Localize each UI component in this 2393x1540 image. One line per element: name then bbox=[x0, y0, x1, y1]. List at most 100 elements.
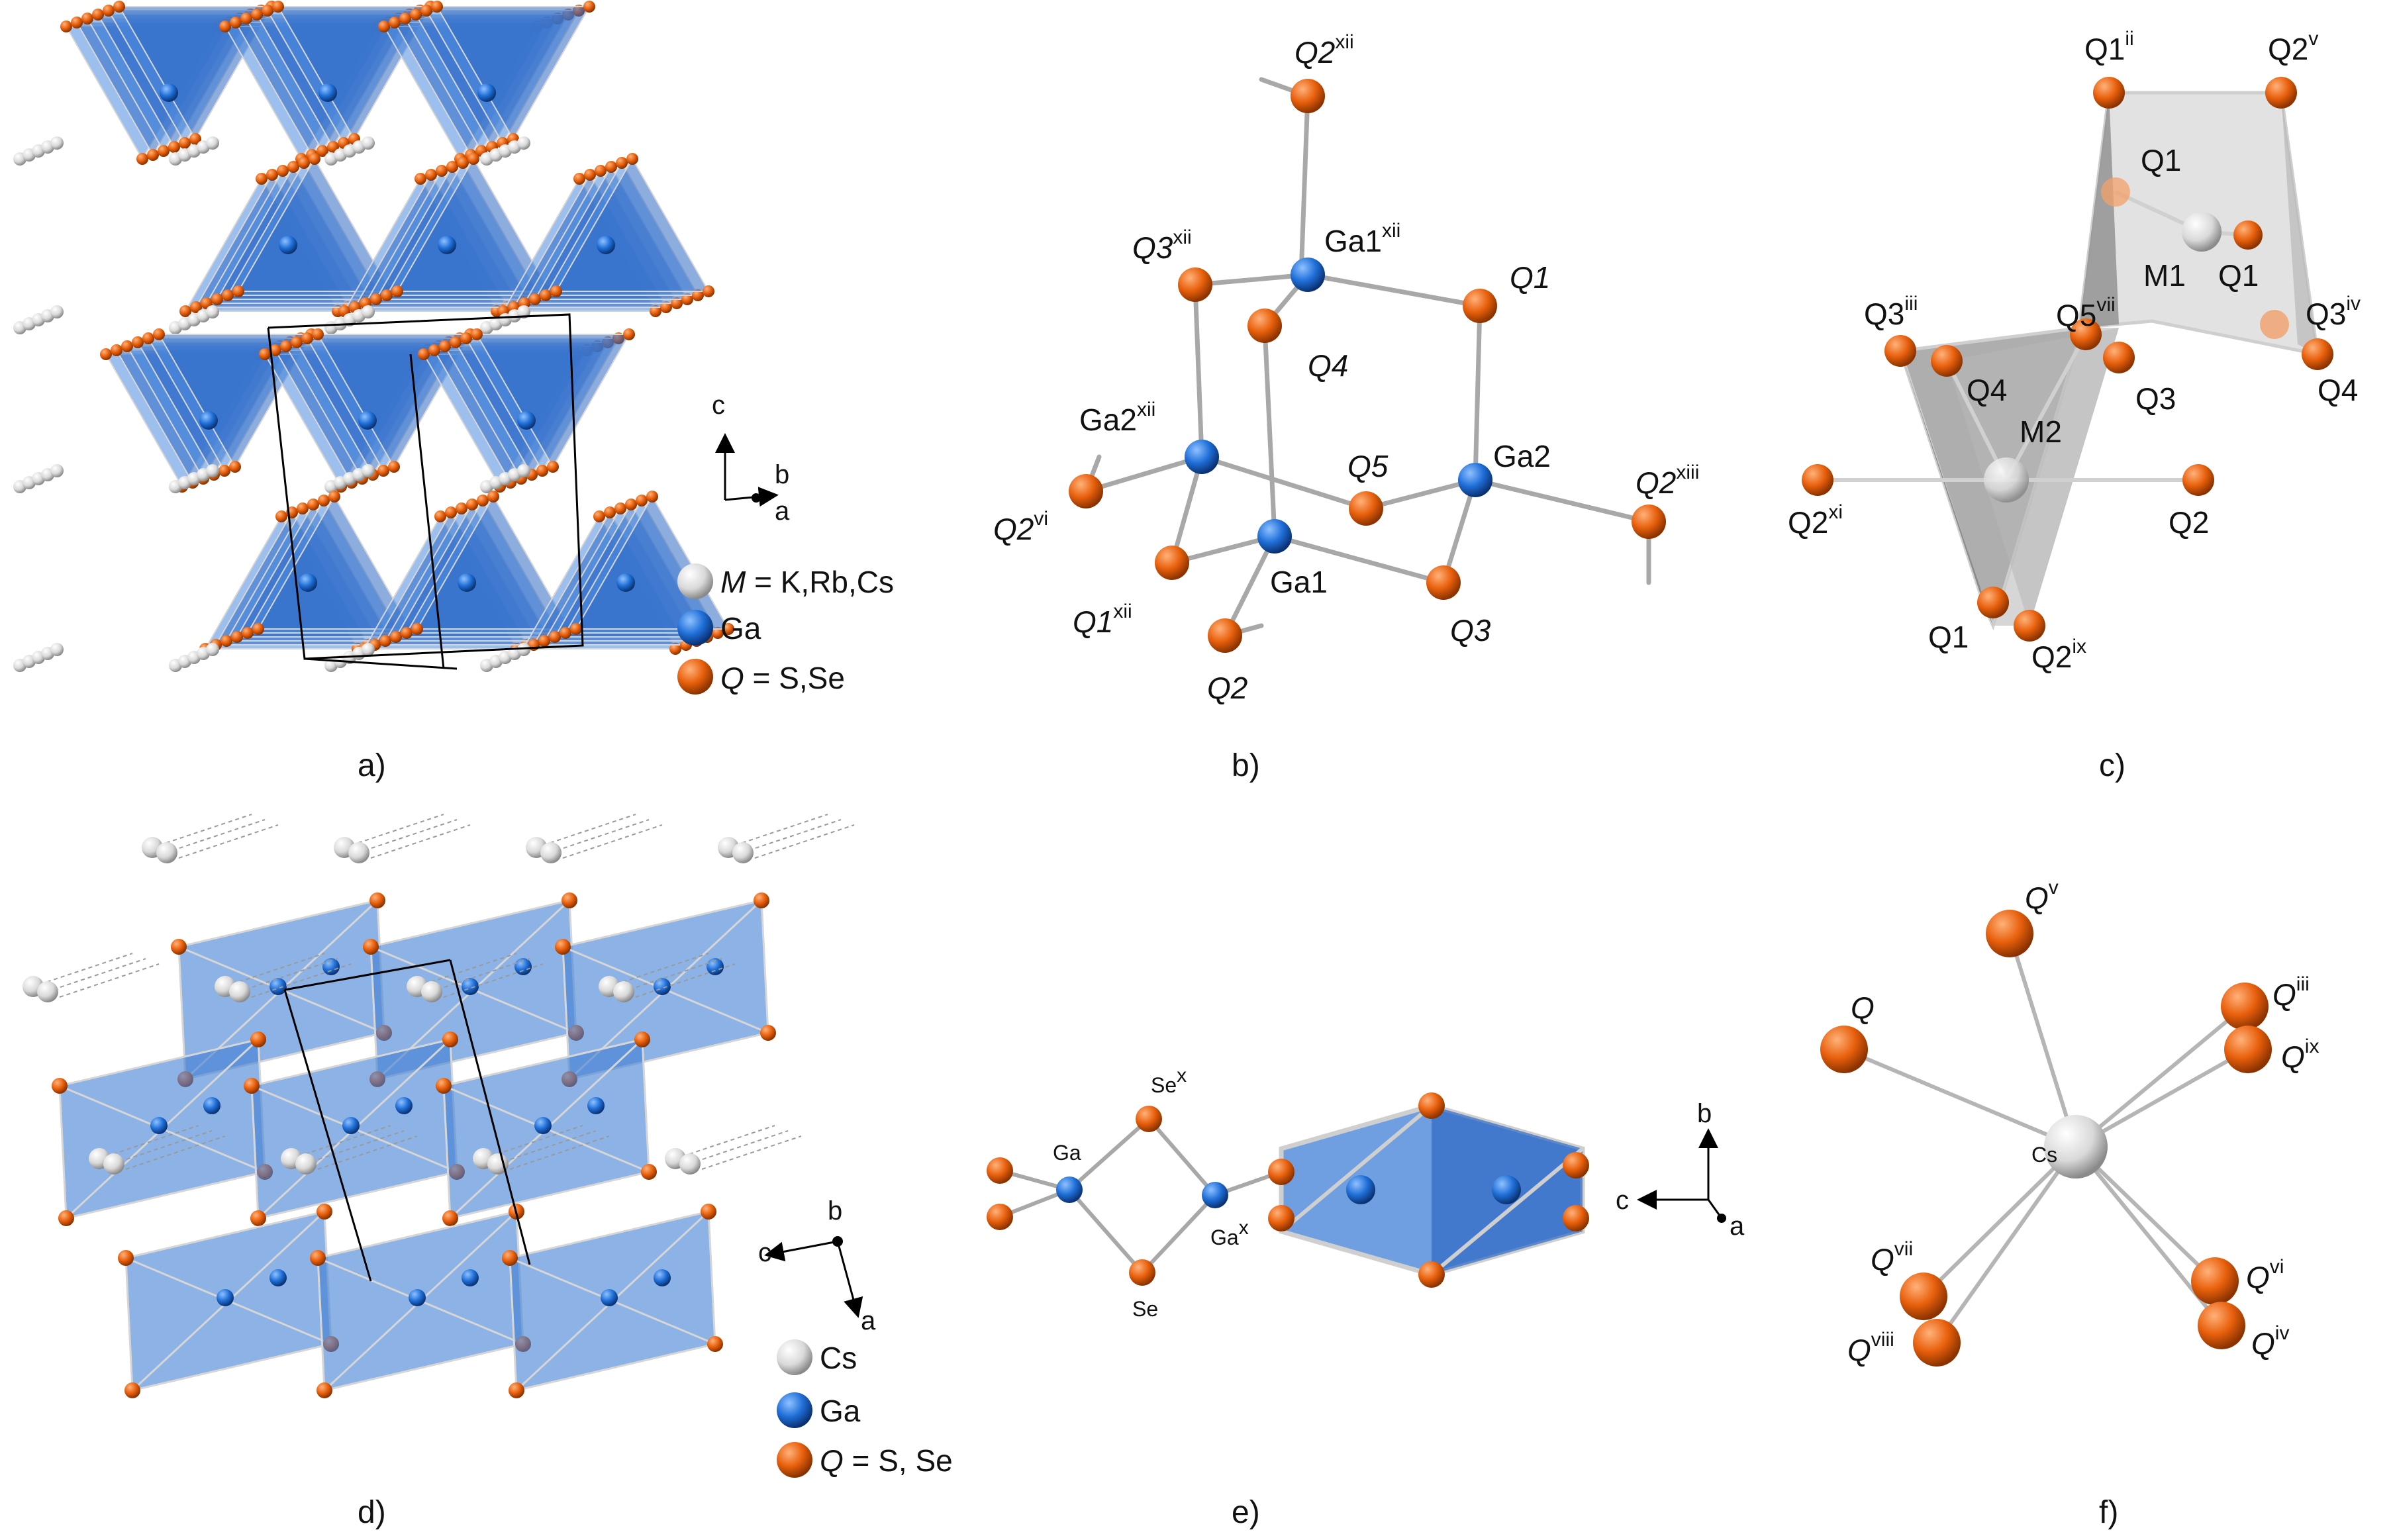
panel-a-q-atom bbox=[625, 499, 637, 510]
panel-d-ga-atom bbox=[514, 958, 532, 975]
panel-a-q-atom bbox=[446, 161, 458, 173]
panel-a-q-atom bbox=[291, 336, 303, 348]
legend-ga2-atom-icon bbox=[777, 1392, 812, 1428]
panel-a-tetrahedron bbox=[416, 495, 571, 630]
panel-a-q-atom bbox=[240, 13, 252, 24]
panel-a-m-atom bbox=[517, 136, 530, 150]
b-atom-q5 bbox=[1349, 491, 1383, 526]
c-atom-q1ii bbox=[2093, 77, 2125, 109]
e-atom-q-right-top bbox=[1563, 1152, 1589, 1179]
legend-q2-atom-icon bbox=[777, 1442, 812, 1478]
c-atom-q4a bbox=[1931, 345, 1963, 377]
panel-c-caption: c) bbox=[2099, 748, 2125, 783]
panel-d-cs-atom bbox=[103, 1153, 124, 1175]
b-label-q5: Q5 bbox=[1347, 449, 1389, 483]
panel-d-cs-atom bbox=[540, 842, 562, 863]
panel-d-q-atom bbox=[250, 1210, 266, 1226]
panel-d-legend: Cs Ga Q = S, Se bbox=[777, 1339, 953, 1478]
panel-a-q-atom bbox=[147, 149, 159, 161]
panel-a-q-atom bbox=[418, 348, 430, 360]
panel-a-q-atom bbox=[136, 153, 148, 165]
panel-a-q-atom bbox=[529, 293, 541, 305]
panel-a-q-atom bbox=[460, 332, 472, 344]
panel-a-q-atom bbox=[153, 328, 165, 340]
b-atom-q3xii bbox=[1178, 267, 1212, 302]
panel-d-cs-atom bbox=[732, 842, 754, 863]
panel-e-axis: b c a bbox=[1616, 1099, 1745, 1241]
panel-a-q-atom bbox=[623, 328, 635, 340]
panel-a-q-atom bbox=[229, 461, 241, 473]
panel-a-q-atom bbox=[681, 293, 693, 305]
panel-d-q-atom bbox=[58, 1210, 74, 1226]
panel-a-ga-atom bbox=[477, 83, 496, 102]
panel-a-q-atom bbox=[390, 631, 402, 643]
b-label-ga1xii: Ga1xii bbox=[1324, 220, 1400, 258]
f-atom-qix bbox=[2224, 1026, 2272, 1073]
panel-d-q-atom bbox=[250, 1032, 266, 1047]
panel-f-caption: f) bbox=[2099, 1495, 2118, 1530]
panel-a-ga-atom bbox=[517, 411, 536, 430]
panel-a-q-atom bbox=[103, 5, 115, 17]
panel-a-q-atom bbox=[219, 465, 230, 477]
panel-a-q-atom bbox=[132, 336, 144, 348]
panel-a-q-atom bbox=[232, 285, 244, 297]
panel-d-ga-atom bbox=[587, 1097, 605, 1114]
panel-a-q-atom bbox=[231, 631, 243, 643]
panel-e-axis-c: c bbox=[1616, 1186, 1629, 1215]
panel-d-q-atom bbox=[363, 939, 379, 955]
panel-a-q-atom bbox=[425, 169, 437, 181]
panel-d-cs-atom bbox=[421, 981, 442, 1002]
panel-a-q-atom bbox=[277, 165, 289, 177]
c-atom-q3 bbox=[2103, 342, 2135, 373]
panel-d-ga-atom bbox=[150, 1117, 168, 1134]
panel-d-q-atom bbox=[555, 939, 571, 955]
panel-a-q-atom bbox=[595, 165, 607, 177]
panel-a-q-atom bbox=[456, 503, 467, 514]
panel-a-q-atom bbox=[388, 461, 400, 473]
panel-a-q-atom bbox=[604, 506, 616, 518]
panel-a-q-atom bbox=[318, 495, 330, 506]
b-atom-q2 bbox=[1208, 618, 1242, 653]
panel-a-axis-c: c bbox=[712, 391, 725, 420]
panel-a-q-atom bbox=[616, 157, 628, 169]
panel-a-tetrahedron bbox=[396, 157, 551, 292]
panel-a-q-atom bbox=[287, 161, 299, 173]
panel-d-caption: d) bbox=[358, 1495, 386, 1530]
panel-d-q-atom bbox=[436, 1078, 452, 1094]
e-atom-q-left-top bbox=[987, 1157, 1013, 1184]
panel-a-q-atom bbox=[547, 461, 559, 473]
panel-a-m-atom bbox=[362, 305, 375, 318]
panel-d-cs-atom bbox=[37, 981, 58, 1002]
panel-d-q-atom bbox=[369, 892, 385, 908]
panel-d-q-atom bbox=[317, 1382, 332, 1398]
panel-a-tetrahedron bbox=[555, 157, 710, 292]
panel-d-cs-atom bbox=[679, 1153, 701, 1175]
panel-a-q-atom bbox=[415, 173, 426, 185]
c-atom-q2v bbox=[2265, 77, 2297, 109]
panel-d-q-atom bbox=[310, 1250, 326, 1266]
b-label-q1: Q1 bbox=[1510, 260, 1550, 295]
panel-a-q-atom bbox=[275, 510, 287, 522]
panel-a-q-atom bbox=[60, 21, 72, 32]
c-atom-q4b bbox=[2302, 338, 2333, 370]
panel-e-axis-a: a bbox=[1730, 1212, 1745, 1241]
b-atom-q1xii bbox=[1155, 546, 1189, 580]
panel-a-q-atom bbox=[549, 631, 561, 643]
panel-a-q-atom bbox=[113, 1, 125, 13]
panel-c-labels: Q1ii Q2v Q1 M1 Q1 Q3iii Q5vii Q3iv Q4 Q3… bbox=[1788, 28, 2361, 674]
c-label-q5vii: Q5vii bbox=[2056, 294, 2116, 332]
panel-a-q-atom bbox=[712, 627, 724, 639]
panel-a-m-atom bbox=[50, 136, 64, 150]
e-atom-q-left-poly-top bbox=[1268, 1159, 1294, 1185]
legend-cs-label: Cs bbox=[820, 1341, 857, 1375]
panel-d-q-atom bbox=[701, 1204, 716, 1220]
panel-d-q-atom bbox=[52, 1078, 68, 1094]
panel-a-ga-atom bbox=[299, 573, 317, 592]
panel-b-bonds bbox=[1083, 77, 1651, 638]
c-atom-m1 bbox=[2182, 212, 2222, 252]
e-atom-se bbox=[1129, 1259, 1155, 1286]
b-atom-ga1xii bbox=[1291, 258, 1325, 292]
panel-a-q-atom bbox=[399, 13, 411, 24]
panel-a-q-atom bbox=[428, 344, 440, 356]
panel-a-q-atom bbox=[259, 348, 271, 360]
